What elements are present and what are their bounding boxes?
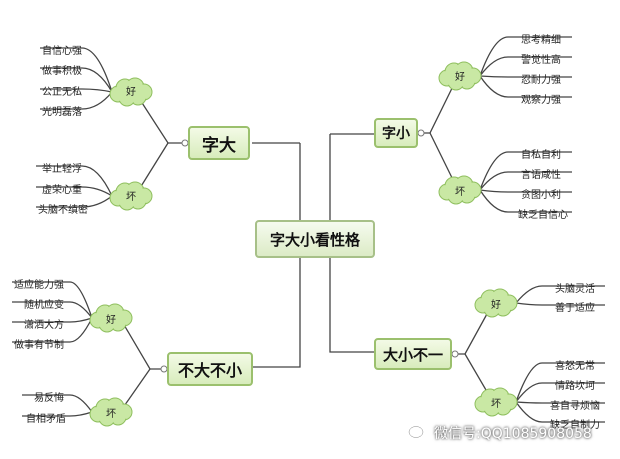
leaf-bdbx-bad-1: 易反悔	[34, 393, 64, 404]
leaf-zi-xiao-bad-1: 自私自利	[521, 150, 561, 161]
connector-zi-da-bad-leaf-2	[36, 186, 113, 197]
topic-zi-da: 字大	[188, 126, 250, 160]
leaf-zi-da-bad-2: 虚荣心重	[42, 185, 82, 196]
cloud-label-zi-da-good: 好	[126, 87, 136, 98]
leaf-dxby-good-2: 善于适应	[555, 303, 595, 314]
connector-bdbx-good-leaf-4	[12, 317, 93, 343]
cloud-bdbx-bad	[89, 397, 133, 427]
connector-dxby	[329, 134, 374, 353]
wechat-icon	[408, 425, 428, 441]
cloud-label-bdbx-good: 好	[106, 315, 116, 326]
connector-zi-da-bad-leaf-1	[36, 165, 113, 197]
leaf-zi-da-bad-3: 头脑不缜密	[38, 205, 88, 216]
leaf-dxby-bad-2: 情路坎坷	[555, 381, 595, 392]
connector-zi-da-good-leaf-4	[40, 91, 113, 110]
connector-bdbx	[253, 240, 301, 368]
connector-bdbx-good-leaf-2	[12, 301, 93, 319]
leaf-zi-da-good-2: 做事积极	[42, 66, 82, 77]
connector-zi-xiao-bad-leaf-2	[479, 171, 572, 191]
connector-dot-zi-xiao	[417, 129, 425, 137]
leaf-zi-xiao-bad-3: 贪图小利	[521, 190, 561, 201]
connector-dxby-bad-leaf-3	[515, 401, 605, 404]
topic-bu-da-bu-xiao: 不大不小	[167, 352, 253, 386]
leaf-zi-xiao-good-4: 观察力强	[521, 95, 561, 106]
leaf-zi-da-good-3: 公正无私	[42, 87, 82, 98]
connector-zi-da-good-leaf-3	[40, 88, 113, 93]
leaf-dxby-good-1: 头脑灵活	[555, 284, 595, 295]
connector-zi-xiao-bad-leaf-3	[479, 189, 572, 193]
leaf-zi-da-bad-1: 举止轻浮	[42, 164, 82, 175]
leaf-zi-xiao-good-2: 警觉性高	[521, 55, 561, 66]
connector-bdbx-good-leaf-1	[12, 281, 93, 319]
connector-dxby-bad-leaf-4	[515, 401, 605, 423]
cloud-label-dxby-good: 好	[491, 300, 501, 311]
connector-bdbx-bad-leaf-1	[22, 394, 93, 413]
connector-bdbx-bad-leaf-2	[22, 411, 93, 417]
connector-dxby-good-leaf-1	[515, 285, 605, 304]
center-node: 字大小看性格	[255, 220, 375, 258]
topic-da-xiao-bu-yi: 大小不一	[374, 338, 452, 370]
leaf-dxby-bad-1: 喜怒无常	[555, 361, 595, 372]
connector-zi-xiao-good-leaf-4	[479, 75, 572, 98]
cloud-label-dxby-bad: 坏	[491, 399, 501, 410]
topic-zi-xiao: 字小	[374, 118, 418, 148]
connector-bdbx-good-leaf-3	[12, 317, 93, 323]
watermark: 微信号:QQ1085908058	[408, 423, 592, 443]
leaf-dxby-bad-4: 缺乏自制力	[550, 420, 600, 431]
connector-zi-xiao-good-leaf-2	[479, 56, 572, 77]
cloud-zi-da-good	[109, 77, 153, 107]
cloud-zi-xiao-bad	[438, 175, 482, 205]
connector-zi-xiao-bad-leaf-1	[479, 151, 572, 191]
connector-zi-xiao-good-leaf-3	[479, 75, 572, 78]
leaf-bdbx-bad-2: 自相矛盾	[26, 414, 66, 425]
cloud-label-zi-da-bad: 坏	[126, 192, 136, 203]
cloud-label-zi-xiao-bad: 坏	[455, 187, 465, 198]
leaf-dxby-bad-3: 喜自寻烦恼	[550, 401, 600, 412]
connector-dxby-good-leaf-2	[515, 302, 605, 306]
leaf-zi-xiao-good-3: 忍耐力强	[521, 75, 561, 86]
connector-zi-da-good-leaf-2	[40, 67, 113, 93]
cloud-label-zi-xiao-good: 好	[455, 72, 465, 83]
connector-zi-da-bad-leaf-3	[36, 195, 113, 208]
leaf-zi-xiao-bad-4: 缺乏自信心	[518, 210, 568, 221]
leaf-bdbx-good-1: 适应能力强	[14, 280, 64, 291]
leaf-zi-xiao-bad-2: 言语咸性	[521, 170, 561, 181]
leaf-zi-da-good-1: 自信心强	[42, 46, 82, 57]
cloud-label-bdbx-bad: 坏	[106, 409, 116, 420]
leaf-zi-da-good-4: 光明磊落	[42, 107, 82, 118]
connector-zi-da-good-leaf-1	[40, 47, 113, 93]
connector-dxby-bad-leaf-1	[515, 362, 605, 403]
cloud-bdbx-good	[89, 303, 133, 333]
connector-dxby-bad-leaf-2	[515, 382, 605, 403]
leaf-bdbx-good-3: 潇洒大方	[24, 320, 64, 331]
cloud-zi-da-bad	[109, 181, 153, 211]
watermark-text: 微信号:QQ1085908058	[434, 426, 592, 442]
leaf-bdbx-good-4: 做事有节制	[14, 340, 64, 351]
cloud-dxby-good	[474, 288, 518, 318]
leaf-bdbx-good-2: 随机应变	[24, 300, 64, 311]
cloud-dxby-bad	[474, 387, 518, 417]
connector-zi-xiao-good-leaf-1	[479, 36, 572, 77]
connector-zi-xiao-bad-leaf-4	[479, 189, 572, 213]
leaf-zi-xiao-good-1: 思考精细	[521, 35, 561, 46]
cloud-zi-xiao-good	[438, 61, 482, 91]
connector-dot-dxby	[451, 350, 459, 358]
